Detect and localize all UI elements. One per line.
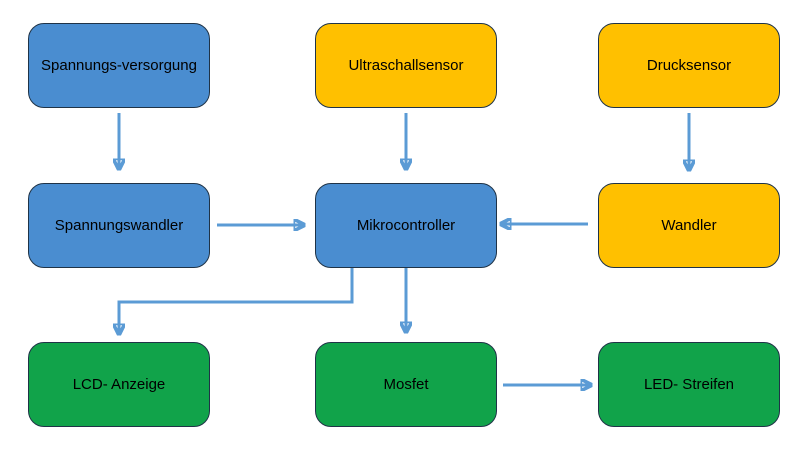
node-mosfet: Mosfet bbox=[315, 342, 497, 427]
node-led-streifen-label: LED- Streifen bbox=[643, 375, 735, 393]
node-wandler: Wandler bbox=[598, 183, 780, 268]
node-spannungsversorgung: Spannungs-versorgung bbox=[28, 23, 210, 108]
node-spannungswandler-label: Spannungswandler bbox=[54, 216, 184, 234]
node-spannungswandler: Spannungswandler bbox=[28, 183, 210, 268]
node-lcd-anzeige-label: LCD- Anzeige bbox=[72, 375, 166, 393]
node-mosfet-label: Mosfet bbox=[383, 375, 429, 393]
node-mikrocontroller: Mikrocontroller bbox=[315, 183, 497, 268]
node-led-streifen: LED- Streifen bbox=[598, 342, 780, 427]
node-mikrocontroller-label: Mikrocontroller bbox=[356, 216, 456, 234]
node-spannungsversorgung-label: Spannungs-versorgung bbox=[41, 56, 197, 74]
node-lcd-anzeige: LCD- Anzeige bbox=[28, 342, 210, 427]
node-ultraschallsensor-label: Ultraschallsensor bbox=[348, 56, 464, 74]
node-wandler-label: Wandler bbox=[661, 216, 717, 234]
node-drucksensor-label: Drucksensor bbox=[646, 56, 732, 74]
node-drucksensor: Drucksensor bbox=[598, 23, 780, 108]
edge-mikrocontroller-lcd-anzeige bbox=[119, 268, 354, 333]
node-ultraschallsensor: Ultraschallsensor bbox=[315, 23, 497, 108]
